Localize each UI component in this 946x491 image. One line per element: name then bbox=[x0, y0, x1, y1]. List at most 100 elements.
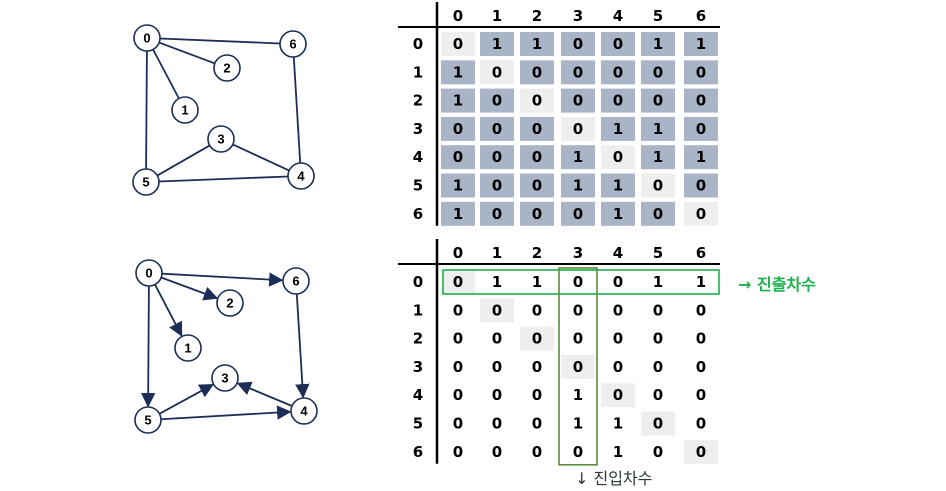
matrix-cell: 1 bbox=[573, 415, 583, 433]
matrix-cell: 0 bbox=[492, 386, 502, 404]
matrix-cell-bg bbox=[601, 116, 635, 141]
node-label: 5 bbox=[144, 413, 151, 428]
matrix-cell: 0 bbox=[653, 177, 663, 195]
matrix-cell: 0 bbox=[653, 330, 663, 348]
matrix-cell: 0 bbox=[573, 92, 583, 110]
node-label: 2 bbox=[226, 296, 233, 311]
matrix-cell: 0 bbox=[453, 120, 463, 138]
out-degree-label: → 진출차수 bbox=[738, 275, 816, 294]
matrix-cell-bg bbox=[480, 116, 514, 141]
matrix-cell: 0 bbox=[532, 177, 542, 195]
matrix-cell: 0 bbox=[613, 63, 623, 81]
matrix-cell-bg bbox=[480, 201, 514, 226]
matrix-cell-bg bbox=[601, 173, 635, 198]
matrix-cell: 0 bbox=[453, 386, 463, 404]
matrix-cell: 0 bbox=[492, 120, 502, 138]
col-header: 0 bbox=[453, 244, 463, 262]
matrix-cell: 0 bbox=[696, 415, 706, 433]
node-3: 3 bbox=[211, 364, 239, 392]
matrix-cell-diagonal bbox=[684, 201, 718, 226]
node-6: 6 bbox=[282, 267, 310, 295]
matrix-cell: 1 bbox=[453, 177, 463, 195]
node-label: 1 bbox=[181, 103, 188, 118]
node-label: 3 bbox=[217, 132, 224, 147]
matrix-cell: 0 bbox=[653, 386, 663, 404]
matrix-cell-bg bbox=[641, 88, 675, 113]
row-header: 4 bbox=[413, 148, 423, 166]
matrix-cell: 1 bbox=[573, 386, 583, 404]
matrix-cell-bg bbox=[601, 88, 635, 113]
matrix-cell: 1 bbox=[696, 35, 706, 53]
matrix-cell-bg bbox=[641, 116, 675, 141]
matrix-cell: 0 bbox=[573, 358, 583, 376]
matrix-cell-diagonal bbox=[641, 173, 675, 198]
edge-5-3 bbox=[156, 144, 211, 177]
matrix-cell-bg bbox=[480, 173, 514, 198]
annotations-layer: → 진출차수 ↓ 진입차수 bbox=[575, 275, 816, 488]
matrix-cell: 0 bbox=[532, 415, 542, 433]
node-circle bbox=[132, 168, 160, 196]
matrix-cell: 0 bbox=[492, 330, 502, 348]
node-circle bbox=[135, 259, 163, 287]
matrix-cell: 0 bbox=[653, 92, 663, 110]
matrix-cell: 0 bbox=[532, 148, 542, 166]
matrix-cell: 0 bbox=[696, 358, 706, 376]
node-label: 5 bbox=[142, 175, 149, 190]
matrix-cell: 0 bbox=[532, 92, 542, 110]
matrix-cell: 0 bbox=[573, 120, 583, 138]
edge-3-4 bbox=[232, 143, 290, 172]
col-header: 1 bbox=[492, 7, 502, 25]
matrix-cell-bg bbox=[441, 145, 475, 170]
node-label: 2 bbox=[223, 61, 230, 76]
matrix-cell: 0 bbox=[653, 63, 663, 81]
row-header: 6 bbox=[413, 443, 423, 461]
node-label: 0 bbox=[145, 266, 152, 281]
matrix-cell: 0 bbox=[573, 273, 583, 291]
node-4: 4 bbox=[290, 397, 318, 425]
matrix-cell-bg bbox=[441, 88, 475, 113]
node-circle bbox=[211, 364, 239, 392]
edge-5-4 bbox=[160, 405, 292, 421]
matrix-cell: 0 bbox=[696, 301, 706, 319]
matrix-cell-bg bbox=[441, 116, 475, 141]
edge-4-3 bbox=[236, 381, 293, 407]
matrix-cell: 0 bbox=[573, 35, 583, 53]
matrix-cell: 1 bbox=[653, 120, 663, 138]
matrix-cell-bg bbox=[480, 145, 514, 170]
row-header: 0 bbox=[413, 35, 423, 53]
col-header: 4 bbox=[613, 244, 623, 262]
edge-0-6 bbox=[159, 37, 281, 45]
node-label: 6 bbox=[289, 37, 296, 52]
matrix-cell: 0 bbox=[573, 205, 583, 223]
matrix-cell: 1 bbox=[532, 35, 542, 53]
matrix-cell: 0 bbox=[492, 177, 502, 195]
matrix-cell: 1 bbox=[613, 415, 623, 433]
node-circle bbox=[134, 406, 162, 434]
matrix-cell: 1 bbox=[453, 205, 463, 223]
matrix-cell-bg bbox=[641, 145, 675, 170]
node-circle bbox=[133, 24, 161, 52]
matrix-cell: 0 bbox=[696, 120, 706, 138]
matrix-cell: 0 bbox=[532, 301, 542, 319]
matrix-cell: 1 bbox=[653, 273, 663, 291]
col-header: 4 bbox=[613, 7, 623, 25]
matrix-cell: 0 bbox=[492, 148, 502, 166]
col-header: 1 bbox=[492, 244, 502, 262]
matrix-cell: 1 bbox=[573, 177, 583, 195]
matrix-cell-diagonal bbox=[480, 298, 514, 323]
node-label: 0 bbox=[143, 31, 150, 46]
row-header: 2 bbox=[413, 92, 423, 110]
matrix-cell-bg bbox=[601, 32, 635, 56]
col-header: 6 bbox=[696, 7, 706, 25]
matrix-cell-bg bbox=[601, 201, 635, 226]
matrix-cell: 0 bbox=[492, 301, 502, 319]
matrix-cell: 0 bbox=[573, 301, 583, 319]
matrix-cell-diagonal bbox=[601, 145, 635, 170]
matrix-cell: 0 bbox=[696, 443, 706, 461]
matrix-cell: 0 bbox=[573, 63, 583, 81]
matrix-cell: 0 bbox=[492, 205, 502, 223]
matrix-cell: 1 bbox=[696, 148, 706, 166]
